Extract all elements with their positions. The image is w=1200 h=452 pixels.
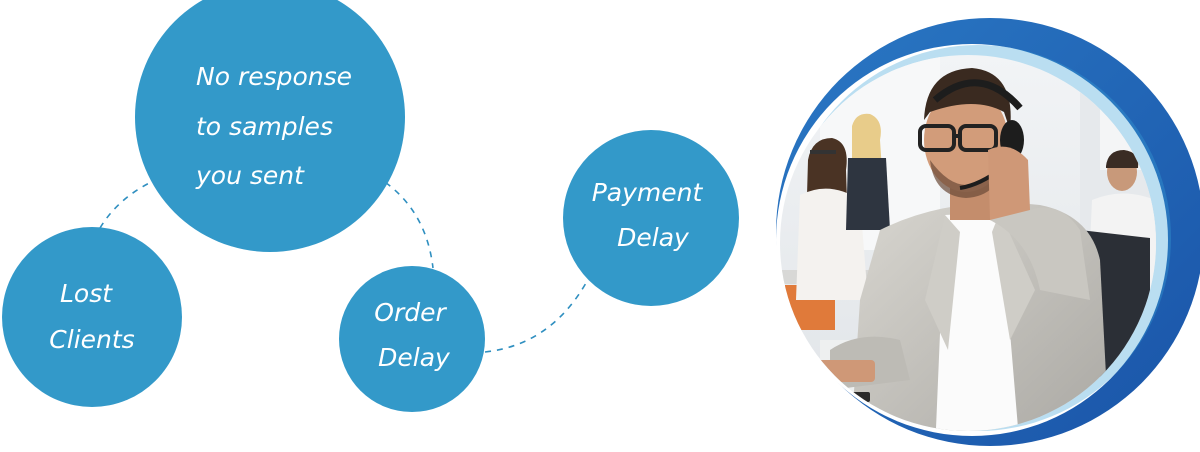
agent-photo bbox=[780, 55, 1156, 431]
bubble-lost-clients-line-2: Clients bbox=[49, 325, 134, 354]
bubble-order-delay-circle bbox=[339, 266, 485, 412]
bubble-no-response-line-1: No response bbox=[196, 62, 352, 91]
bubble-payment-delay-circle bbox=[563, 130, 739, 306]
bubble-order-delay-text: Order Delay bbox=[374, 298, 453, 372]
bubble-payment-delay: Payment Delay bbox=[563, 130, 739, 306]
bubble-no-response-text: No response to samples you sent bbox=[195, 62, 360, 190]
bubble-no-response: No response to samples you sent bbox=[135, 0, 405, 252]
bubble-lost-clients-text: Lost Clients bbox=[49, 279, 134, 354]
bubble-payment-delay-line-1: Payment bbox=[592, 178, 704, 207]
connector-lost-to-noresponse bbox=[99, 177, 161, 229]
bubble-payment-delay-text: Payment Delay bbox=[592, 178, 711, 252]
bubble-no-response-line-2: to samples bbox=[196, 112, 333, 141]
bubble-no-response-circle bbox=[135, 0, 405, 252]
bubble-order-delay-line-1: Order bbox=[374, 298, 447, 327]
bubble-lost-clients-line-1: Lost bbox=[60, 279, 113, 308]
bubble-order-delay: Order Delay bbox=[339, 266, 485, 412]
bubble-lost-clients-circle bbox=[2, 227, 182, 407]
bubble-no-response-line-3: you sent bbox=[195, 161, 305, 190]
bubble-order-delay-line-2: Delay bbox=[378, 343, 451, 372]
photo-frame bbox=[776, 18, 1200, 446]
connector-order-to-payment bbox=[484, 282, 587, 353]
bubble-payment-delay-line-2: Delay bbox=[617, 223, 690, 252]
bubble-lost-clients: Lost Clients bbox=[2, 227, 182, 407]
